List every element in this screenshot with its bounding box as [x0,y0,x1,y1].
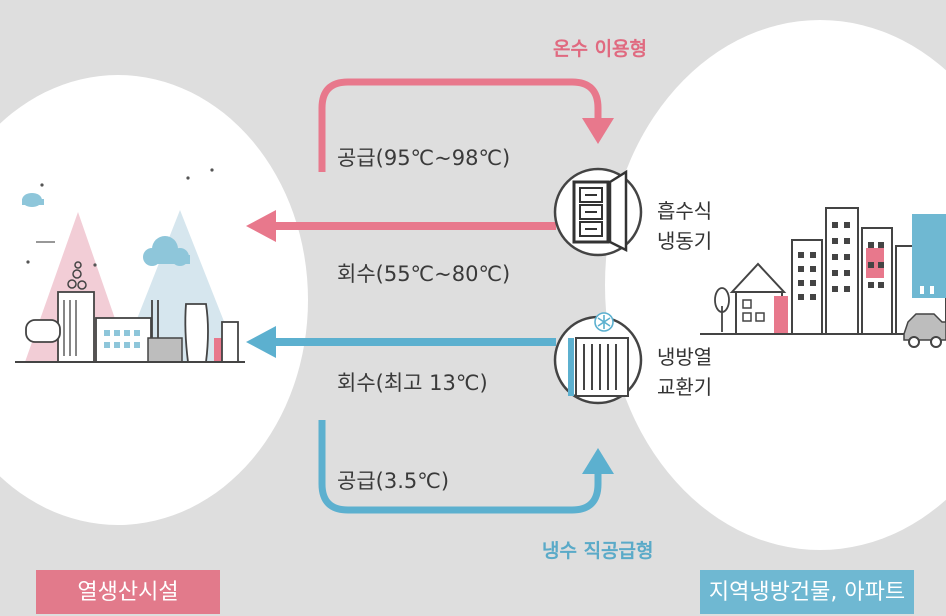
heat-exchanger-label: 냉방열 교환기 [657,342,712,402]
absorption-chiller-icon [553,167,643,257]
house-icon [729,262,788,335]
heat-plant-badge: 열생산시설 [77,580,179,605]
buildings-badge-bg [700,570,914,614]
heat-plant-badge-bg [36,570,220,614]
cloud-icon [22,193,190,266]
cold-supply-arrowhead [582,448,614,474]
cold-return-arrowhead [246,326,276,358]
city-buildings-icon [700,207,946,348]
cold-supply-label: 공급(3.5℃) [337,469,450,493]
cold-water-type-title: 냉수 직공급형 [542,540,654,562]
factory-icon [15,168,245,363]
tree-icon [714,287,730,332]
snowflake-icon [594,312,614,332]
hot-supply-label: 공급(95℃~98℃) [337,146,511,170]
hot-water-type-title: 온수 이용형 [553,38,648,60]
heat-exchanger-icon [553,312,643,405]
hot-supply-arrow [318,78,602,172]
absorption-chiller-label-line1: 흡수식 [657,199,713,223]
hot-return-label: 회수(55℃~80℃) [337,262,511,286]
hot-return-arrowhead [246,210,276,242]
heat-exchanger-label-line1: 냉방열 [657,345,713,369]
heat-exchanger-label-line2: 교환기 [657,375,713,399]
buildings-badge: 지역냉방건물, 아파트 [708,580,906,605]
absorption-chiller-label-line2: 냉동기 [657,229,713,253]
car-icon [903,313,946,348]
absorption-chiller-label: 흡수식 냉동기 [657,196,712,256]
cold-return-label: 회수(최고 13℃) [337,371,488,395]
hot-supply-arrowhead [582,118,614,144]
cold-supply-arrow [318,420,602,514]
